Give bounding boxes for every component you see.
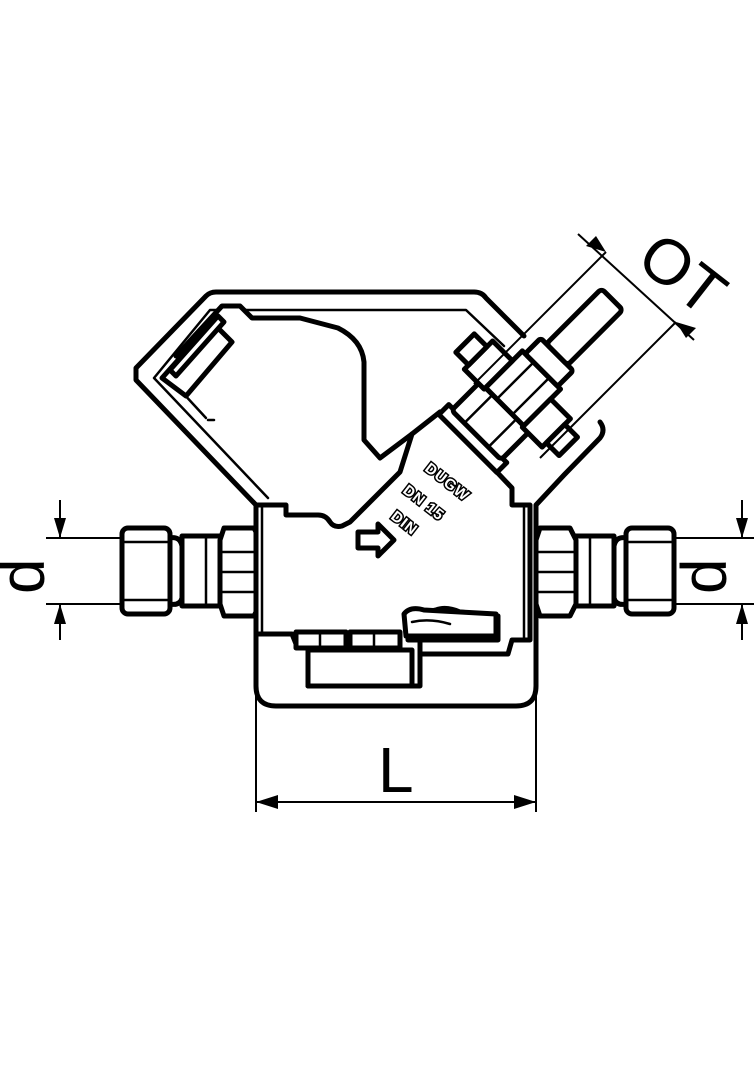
dimension-length: L [255,690,537,812]
right-hex-nut [533,525,579,619]
flow-arrow-icon [355,521,397,559]
valve-actuator [436,287,624,476]
insulation-shell [133,289,606,709]
right-press-fitting [567,525,677,617]
dimension-d-right: d [668,500,754,640]
label-actuator-width: OT [625,218,739,329]
label-d-right: d [668,558,740,594]
label-d-left: d [0,558,58,594]
valve-body [159,303,533,689]
dimension-d-left: d [0,500,122,640]
label-length: L [378,734,414,806]
left-press-fitting [119,525,229,617]
